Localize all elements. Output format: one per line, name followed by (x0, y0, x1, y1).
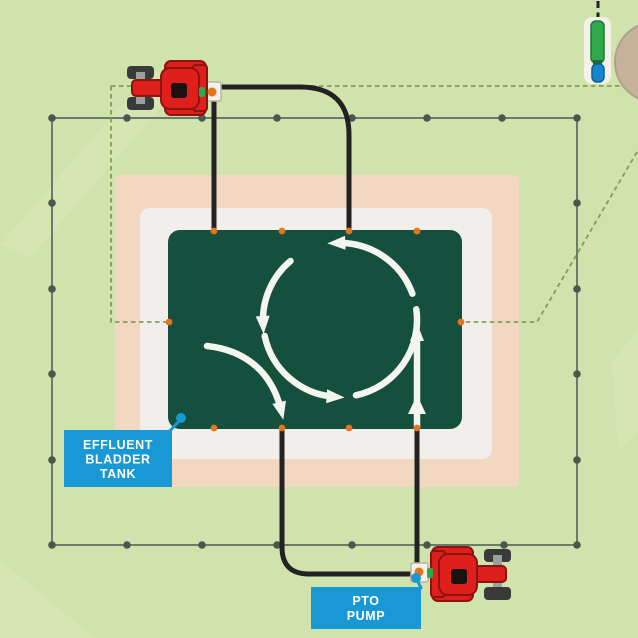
hydrant-body (590, 20, 605, 64)
hose-tractor-to-tank-curved (218, 84, 352, 234)
mixing-arc-bottom (261, 332, 345, 404)
outlet-arrow (203, 342, 286, 420)
tractor-cab-roof (451, 569, 467, 584)
hose-coupling (207, 87, 217, 97)
pto-shaft (199, 87, 205, 97)
perimeter-fence (48, 114, 581, 549)
tank-label-dot (176, 413, 186, 423)
tank-label: EFFLUENT BLADDER TANK (64, 413, 186, 487)
tractor-cab-roof (171, 83, 187, 98)
tank-label-line3: TANK (100, 467, 136, 481)
hydrant-joint (593, 60, 602, 66)
tank-ports (165, 227, 465, 432)
tractor-bottom (410, 546, 511, 602)
tank-mixing-arrows (203, 235, 426, 432)
hydrant-cap (591, 63, 605, 83)
tractor-front-wheel (484, 587, 511, 600)
tank-label-line2: BLADDER (85, 453, 150, 467)
route-left (110, 86, 166, 323)
pump-label: PTO PUMP (311, 573, 423, 629)
tank-label-box (64, 430, 172, 487)
mixing-arc-left (255, 257, 294, 334)
black-hoses (211, 84, 420, 577)
pto-shaft (427, 568, 433, 578)
hose-tank-to-pump (279, 425, 415, 577)
dashed-pipe-routes (110, 85, 638, 323)
pump-label-line1: PTO (352, 594, 379, 608)
mixing-arc-top (327, 235, 416, 297)
pump-label-box (311, 587, 421, 629)
fence-posts (48, 114, 581, 549)
pump-label-line2: PUMP (347, 609, 386, 623)
pipe-riser-hydrant (584, 1, 611, 84)
tree (614, 24, 638, 100)
route-right (464, 151, 638, 323)
pump-label-dot (411, 573, 421, 583)
tank-label-line1: EFFLUENT (83, 438, 153, 452)
tractor-top (127, 60, 222, 116)
fence-line (51, 117, 578, 546)
inlet-arrowhead-mid (408, 395, 426, 414)
